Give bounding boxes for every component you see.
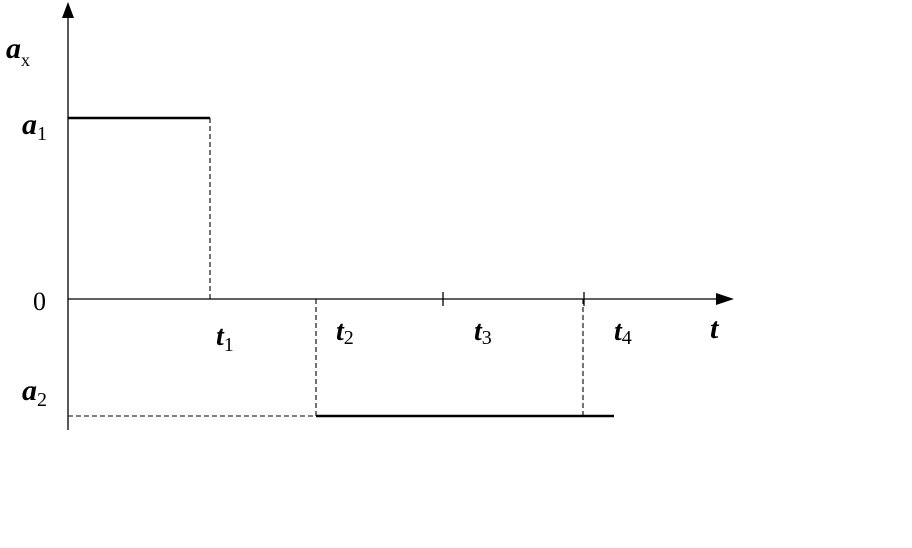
y-axis-label: ax	[6, 32, 30, 70]
time-label-t1: t1	[216, 321, 234, 356]
time-label-t2: t2	[336, 316, 354, 349]
level-label-a2: a2	[22, 374, 47, 411]
x-axis-label: t	[710, 312, 720, 345]
zero-label: 0	[33, 287, 46, 316]
time-label-t3: t3	[474, 316, 492, 349]
x-axis-arrowhead	[716, 293, 734, 305]
level-label-a1: a1	[22, 108, 47, 145]
time-label-t4: t4	[614, 316, 632, 349]
y-axis-arrowhead	[62, 2, 74, 18]
